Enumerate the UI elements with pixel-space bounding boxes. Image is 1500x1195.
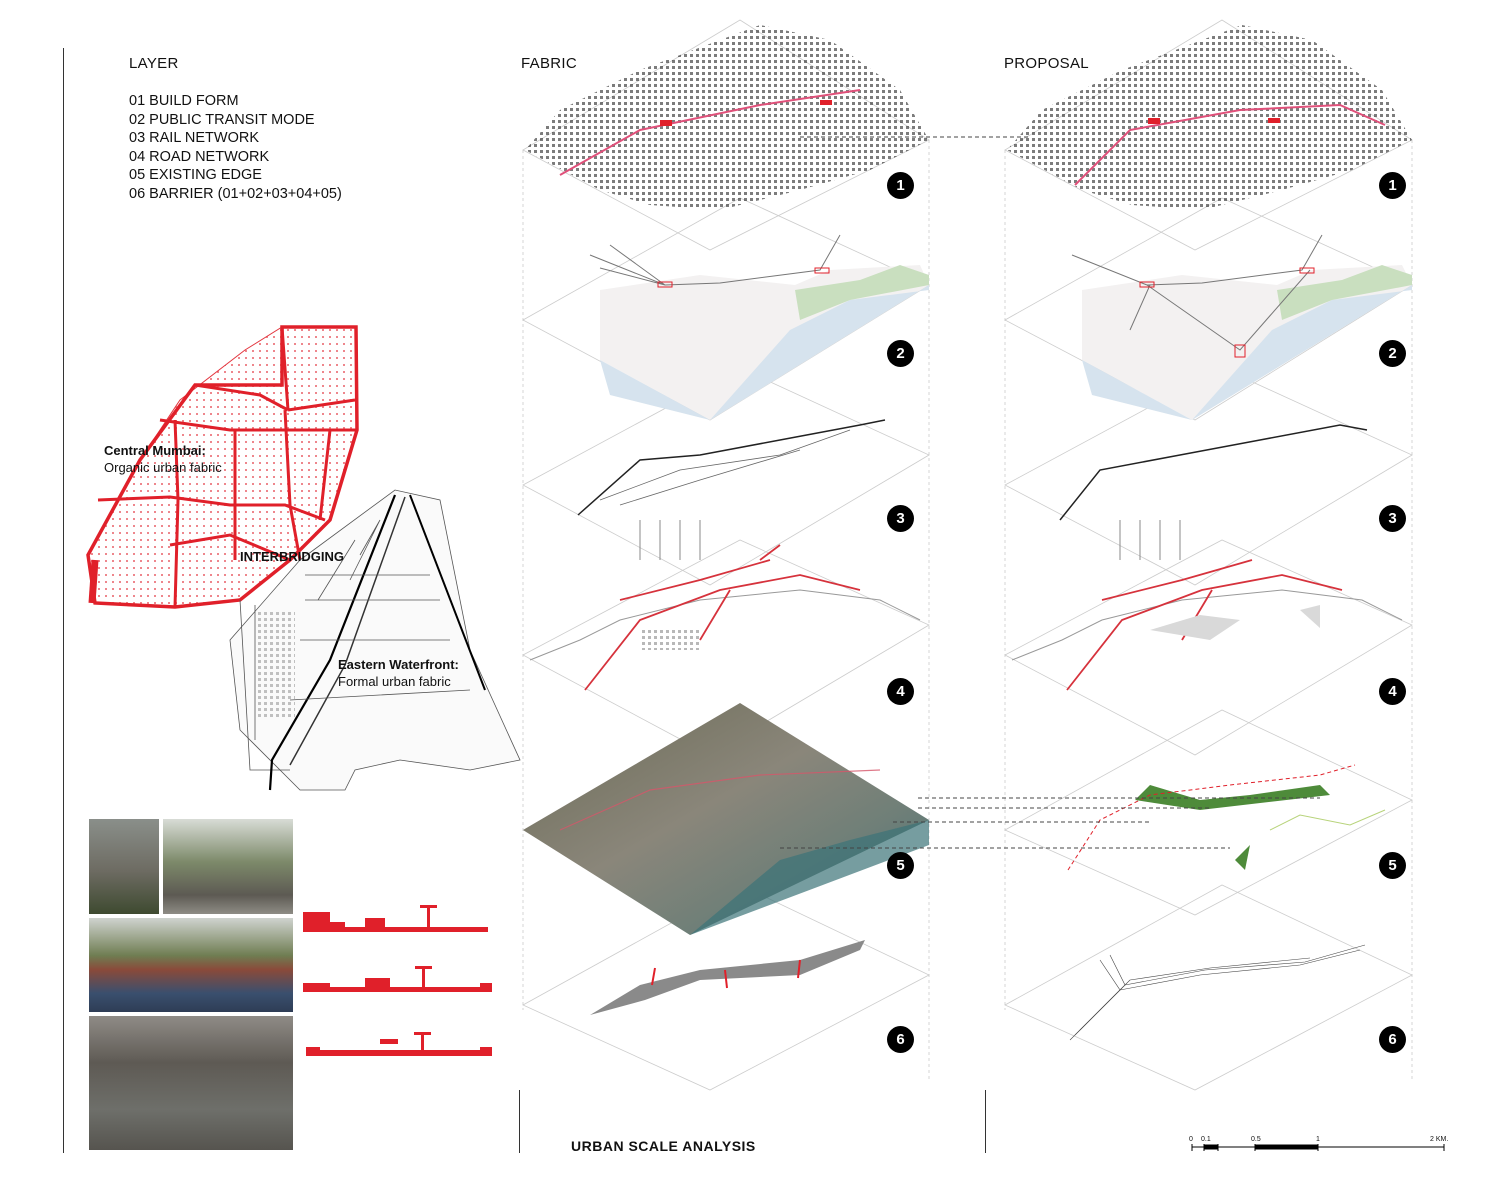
fabric-divider-line xyxy=(519,1090,520,1153)
fabric-layer-3-rail xyxy=(577,419,886,560)
eastern-waterfront-map xyxy=(229,489,521,791)
scale-tick-1: 1 xyxy=(1316,1136,1320,1143)
fabric-badge-4: 4 xyxy=(887,678,914,705)
street-photo-1 xyxy=(89,819,159,914)
proposal-divider-line xyxy=(985,1090,986,1153)
fabric-badge-2: 2 xyxy=(887,340,914,367)
layer-item: 05 EXISTING EDGE xyxy=(129,167,262,184)
barrier-sections xyxy=(303,905,492,1056)
fabric-badge-3: 3 xyxy=(887,505,914,532)
proposal-layer-4-roads xyxy=(1011,559,1403,691)
scale-tick-2km: 2 KM. xyxy=(1430,1136,1449,1143)
proposal-badge-3: 3 xyxy=(1379,505,1406,532)
fabric-layer-6-barrier xyxy=(590,940,865,1015)
layer-5-link-dashes xyxy=(780,797,1320,849)
layer-list: 01 BUILD FORM 02 PUBLIC TRANSIT MODE 03 … xyxy=(129,92,342,204)
fabric-badge-5: 5 xyxy=(887,852,914,879)
left-border-line xyxy=(63,48,64,1153)
proposal-badge-5: 5 xyxy=(1379,852,1406,879)
proposal-badge-1: 1 xyxy=(1379,172,1406,199)
proposal-badge-2: 2 xyxy=(1379,340,1406,367)
proposal-badge-6: 6 xyxy=(1379,1026,1406,1053)
layer-header: LAYER xyxy=(129,55,179,72)
fabric-layer-5-satellite xyxy=(523,703,929,935)
central-mumbai-subtitle: Organic urban fabric xyxy=(104,460,222,475)
layer-item: 06 BARRIER (01+02+03+04+05) xyxy=(129,185,342,202)
fabric-layer-1-buildform xyxy=(525,25,929,210)
street-photo-2 xyxy=(163,819,293,914)
central-mumbai-map xyxy=(86,325,359,609)
layer-item: 01 BUILD FORM xyxy=(129,93,239,109)
proposal-layer-2-transit xyxy=(1071,234,1412,420)
eastern-waterfront-title: Eastern Waterfront: xyxy=(338,657,459,672)
eastern-waterfront-subtitle: Formal urban fabric xyxy=(338,674,451,689)
interbridging-label: INTERBRIDGING xyxy=(240,549,344,564)
street-photo-4 xyxy=(89,1016,293,1150)
fabric-layer-2-transit xyxy=(589,234,929,420)
layer-item: 04 ROAD NETWORK xyxy=(129,148,270,165)
scale-tick-01: 0.1 xyxy=(1201,1136,1211,1143)
fabric-header: FABRIC xyxy=(521,55,577,72)
scale-bar xyxy=(1191,1144,1445,1151)
fabric-badge-1: 1 xyxy=(887,172,914,199)
proposal-layer-6-barrier xyxy=(1069,944,1366,1041)
scale-tick-0: 0 xyxy=(1189,1136,1193,1143)
proposal-layer-5-edge xyxy=(1067,764,1386,871)
fabric-layer-4-roads xyxy=(529,544,921,691)
layer-item: 03 RAIL NETWORK xyxy=(129,130,259,147)
proposal-header: PROPOSAL xyxy=(1004,55,1089,72)
layer-item: 02 PUBLIC TRANSIT MODE xyxy=(129,111,315,128)
scale-tick-05: 0.5 xyxy=(1251,1136,1261,1143)
footer-title: URBAN SCALE ANALYSIS xyxy=(571,1138,756,1154)
proposal-badge-4: 4 xyxy=(1379,678,1406,705)
street-photo-3 xyxy=(89,918,293,1012)
proposal-layer-1-buildform xyxy=(1007,25,1412,210)
fabric-badge-6: 6 xyxy=(887,1026,914,1053)
central-mumbai-title: Central Mumbai: xyxy=(104,443,206,458)
proposal-layer-3-rail xyxy=(1059,424,1368,560)
